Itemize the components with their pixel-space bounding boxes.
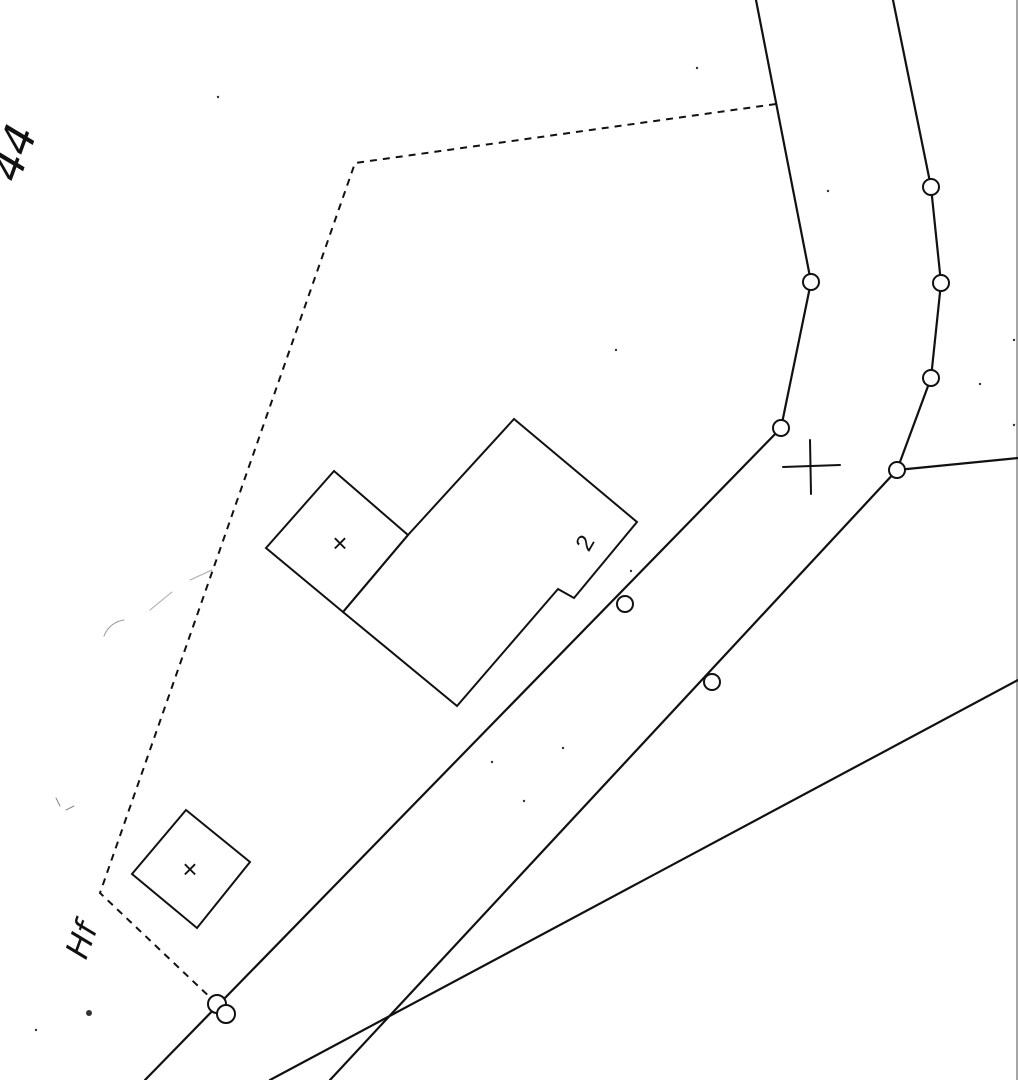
scan-speck [695,66,699,70]
survey-node [616,595,634,613]
annotation-label: Hf [58,913,107,964]
parcel-number-label: 44 [0,118,48,188]
annex-building [264,469,410,614]
scan-speck [629,569,633,573]
small-building [130,808,252,930]
scan-speck [561,746,565,750]
road-left-edge-lower [143,426,783,1080]
survey-node [802,273,820,291]
scan-speck [826,189,830,193]
main-building [341,417,639,708]
survey-node [932,274,950,292]
scan-speck [614,348,618,352]
survey-node [888,461,906,479]
survey-cross-icon [782,439,841,495]
scan-smudge [55,797,75,811]
scan-speck [1012,338,1016,342]
road-right-edge-upper [891,0,943,472]
scan-speck [1012,423,1016,427]
small-building-cross-mark: × [182,854,197,884]
survey-node [703,673,721,691]
annex-cross-mark: × [332,528,347,558]
scan-smudge [103,619,125,637]
scan-smudge [149,569,213,611]
scan-speck [34,1028,38,1032]
road-left-edge-upper [754,0,813,430]
parcel-boundary-dashed [98,103,777,1003]
scan-speck [978,382,982,386]
survey-node [922,178,940,196]
house-number-label: 2 [570,531,600,556]
survey-node [922,369,940,387]
boundary-line-southeast [268,678,1018,1080]
scan-speck [216,95,220,99]
survey-node [772,419,790,437]
road-right-edge-lower [328,468,899,1080]
scan-speck [522,799,526,803]
branch-line-east [895,456,1018,472]
scan-speck [86,1010,92,1016]
scan-speck [490,760,494,764]
survey-node [216,1004,236,1024]
